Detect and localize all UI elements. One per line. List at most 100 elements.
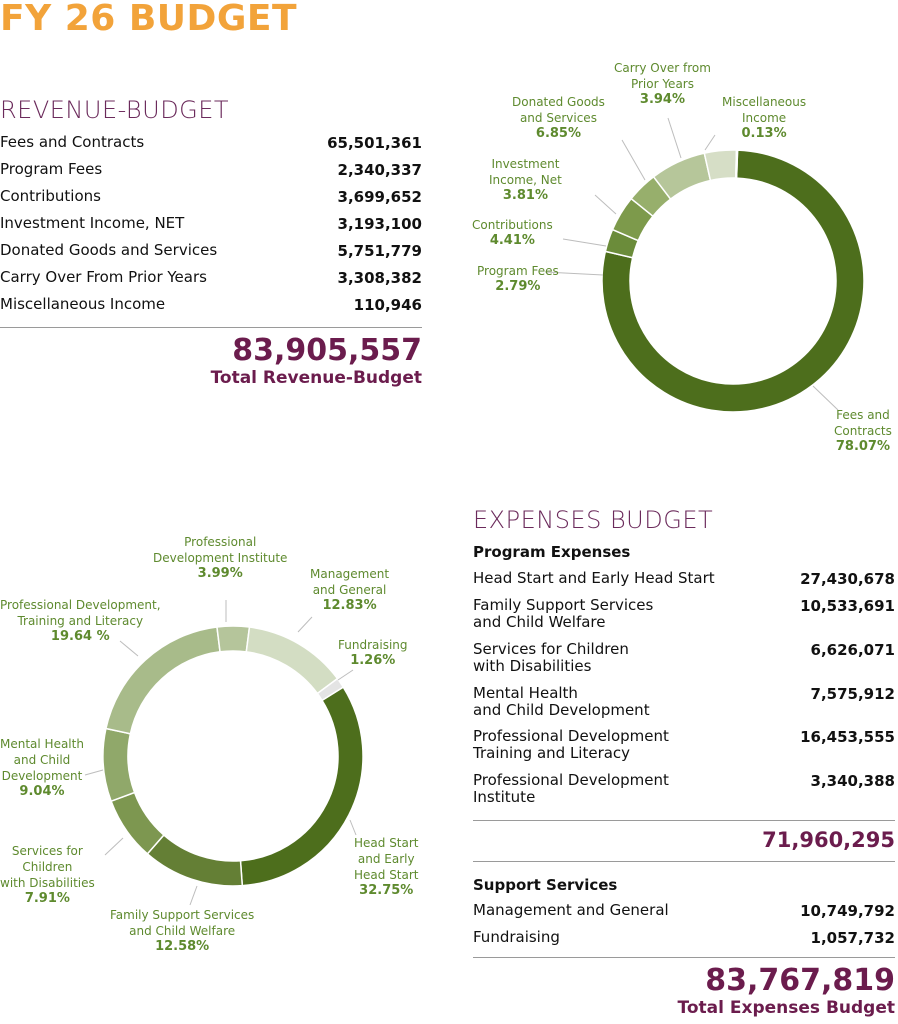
revenue-row-value: 3,308,382: [337, 269, 422, 287]
revenue-row: Fees and Contracts 65,501,361: [0, 134, 422, 156]
expense-row-label: Management and General: [473, 901, 669, 919]
slice-pct: 1.26%: [350, 653, 396, 668]
slice-label-line: Training and Literacy: [17, 614, 144, 628]
expense-row: Management and General 10,749,792: [473, 901, 895, 921]
revenue-row-label: Fees and Contracts: [0, 133, 145, 151]
slice-label-line: Head Start: [354, 836, 419, 850]
slice-pct: 6.85%: [535, 126, 582, 141]
program-divider-bottom: [473, 861, 895, 862]
expenses-slice-5: [216, 625, 251, 653]
revenue-row-label: Program Fees: [0, 160, 103, 178]
expense-row: Family Support Services and Child Welfar…: [473, 597, 895, 631]
expense-row-label: Professional Development Training and Li…: [473, 728, 669, 762]
leader-line-1: [621, 139, 646, 181]
slice-label-line: Management: [310, 567, 390, 581]
revenue-row-value: 65,501,361: [327, 134, 422, 152]
expense-row: Fundraising 1,057,732: [473, 928, 895, 948]
expense-label-line: Training and Literacy: [473, 744, 631, 762]
slice-pct: 78.07%: [835, 439, 891, 454]
expense-row: Mental Health and Child Development 7,57…: [473, 685, 895, 719]
expense-label-line: with Disabilities: [473, 657, 592, 675]
revenue-chart-label-investment: Investment Income, Net 3.81%: [489, 156, 562, 204]
slice-label-line: and Early: [357, 852, 415, 866]
revenue-row: Miscellaneous Income 110,946: [0, 296, 422, 318]
expense-row: Services for Children with Disabilities …: [473, 641, 895, 675]
expense-label-line: Head Start and Early Head Start: [473, 569, 715, 587]
revenue-chart-label-misc: Miscellaneous Income 0.13%: [722, 94, 806, 142]
revenue-heading: REVENUE-BUDGET: [0, 96, 230, 124]
revenue-chart-label-carryover: Carry Over from Prior Years 3.94%: [614, 60, 711, 108]
slice-label-line: Head Start: [354, 868, 419, 882]
expenses-donut: [102, 625, 364, 887]
revenue-row-label: Miscellaneous Income: [0, 295, 166, 313]
expense-row-value: 1,057,732: [810, 929, 895, 947]
expenses-slice-2: [110, 791, 165, 855]
slice-pct: 9.04%: [19, 784, 65, 799]
slice-label-line: Investment: [491, 157, 560, 171]
slice-label-line: and Child: [13, 753, 71, 767]
expense-row-value: 6,626,071: [810, 641, 895, 659]
slice-label-line: Development Institute: [153, 551, 288, 565]
expense-row-label: Services for Children with Disabilities: [473, 641, 629, 675]
leader-line-2: [594, 194, 617, 215]
expenses-slice-7: [316, 677, 345, 702]
slice-label-line: Professional Development,: [0, 598, 161, 612]
leader-line-11: [84, 769, 104, 776]
revenue-row-label: Contributions: [0, 187, 101, 205]
slice-pct: 2.79%: [495, 279, 541, 294]
revenue-row-label: Investment Income, NET: [0, 214, 185, 232]
slice-label-line: Contracts: [834, 424, 892, 438]
expense-label-line: Services for Children: [473, 640, 629, 658]
expense-label-line: Professional Development: [473, 727, 669, 745]
expenses-slice-3: [102, 727, 136, 803]
expense-label-line: Professional Development: [473, 771, 669, 789]
expenses-chart-label-family-support: Family Support Services and Child Welfar…: [110, 907, 254, 955]
page-title: FY 26 BUDGET: [0, 0, 298, 39]
expense-row-label: Head Start and Early Head Start: [473, 570, 715, 587]
program-divider-top: [473, 820, 895, 821]
expense-row-value: 10,749,792: [800, 902, 895, 920]
expenses-chart-label-pdtl: Professional Development, Training and L…: [0, 597, 161, 645]
expenses-chart-label-head-start: Head Start and Early Head Start 32.75%: [354, 835, 419, 899]
leader-line-10: [337, 669, 354, 681]
expense-label-line: and Child Welfare: [473, 613, 606, 631]
leader-line-8: [297, 616, 313, 633]
leader-line-12: [104, 837, 124, 856]
revenue-row: Program Fees 2,340,337: [0, 161, 422, 183]
revenue-chart-label-contributions: Contributions 4.41%: [472, 217, 553, 249]
revenue-row-value: 2,340,337: [337, 161, 422, 179]
slice-label-line: Income: [741, 111, 787, 125]
slice-label-line: Income, Net: [489, 173, 562, 187]
revenue-chart-label-donated: Donated Goods and Services 6.85%: [512, 94, 605, 142]
expenses-slice-0: [239, 686, 364, 887]
slice-pct: 3.81%: [502, 188, 548, 203]
revenue-slice-0: [601, 149, 865, 413]
expenses-slice-1: [146, 833, 244, 887]
revenue-row: Contributions 3,699,652: [0, 188, 422, 210]
slice-label-line: Professional: [184, 535, 257, 549]
expenses-chart-label-pdi: Professional Development Institute 3.99%: [153, 534, 287, 582]
slice-pct: 3.94%: [639, 92, 686, 107]
slice-label-line: and Services: [519, 111, 597, 125]
slice-label-line: Children: [22, 860, 73, 874]
expense-row-value: 3,340,388: [810, 772, 895, 790]
expense-row: Professional Development Training and Li…: [473, 728, 895, 762]
expenses-chart-label-management: Management and General 12.83%: [310, 566, 389, 614]
slice-label-line: Carry Over from: [614, 61, 711, 75]
expenses-chart-label-mental-health: Mental Health and Child Development 9.04…: [0, 736, 84, 800]
revenue-row-value: 5,751,779: [337, 242, 422, 260]
revenue-total: 83,905,557: [232, 333, 422, 368]
leader-line-6: [812, 385, 839, 411]
revenue-row: Donated Goods and Services 5,751,779: [0, 242, 422, 264]
revenue-divider: [0, 327, 422, 328]
expense-label-line: Institute: [473, 788, 536, 806]
slice-label-line: Development: [1, 769, 83, 783]
slice-pct: 3.99%: [197, 566, 243, 581]
expense-row-value: 16,453,555: [800, 728, 895, 746]
slice-label-line: Services for: [11, 844, 83, 858]
expense-row-label: Fundraising: [473, 928, 560, 946]
revenue-row-value: 3,699,652: [337, 188, 422, 206]
slice-pct: 7.91%: [24, 891, 70, 906]
leader-line-3: [562, 238, 607, 247]
